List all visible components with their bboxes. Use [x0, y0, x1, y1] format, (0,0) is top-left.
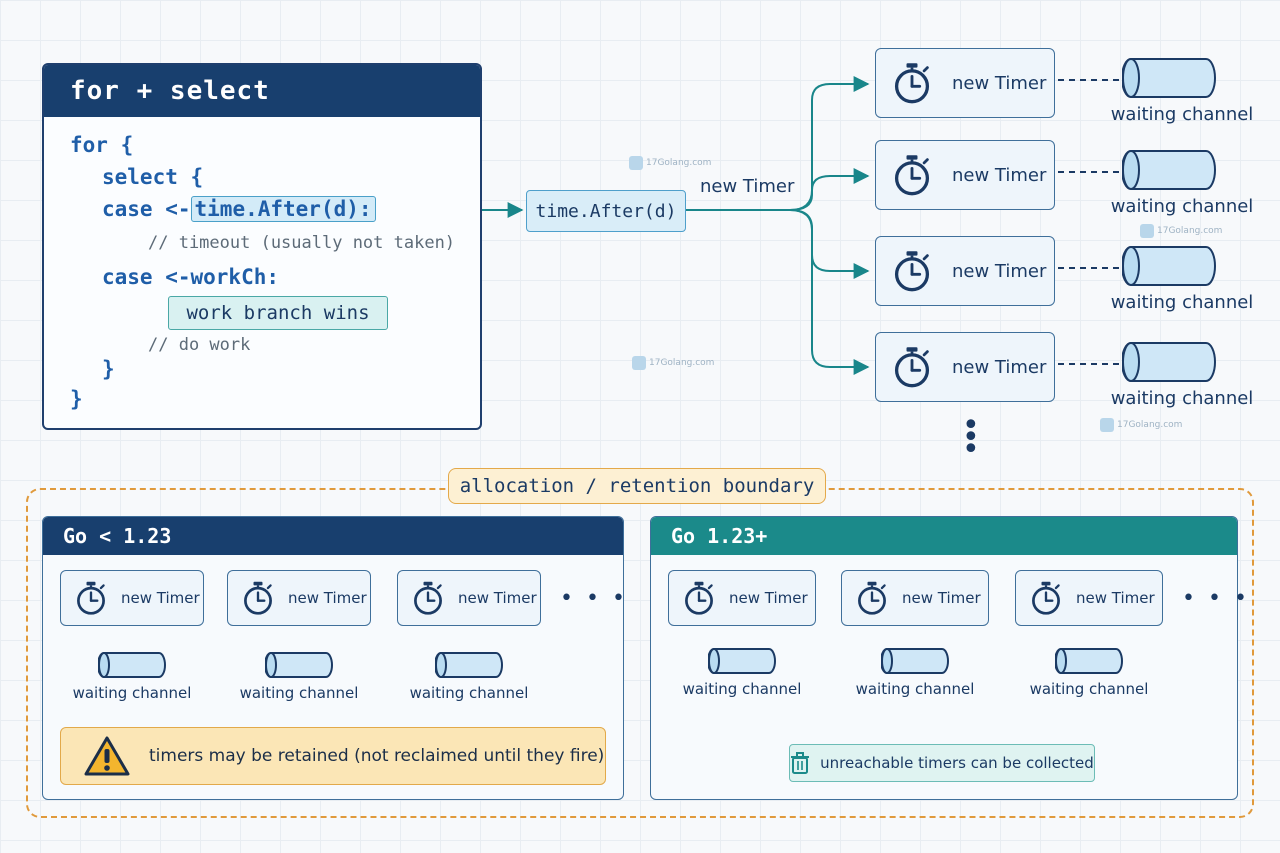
channel-label: waiting channel [1110, 292, 1254, 313]
boundary-label: allocation / retention boundary [448, 468, 826, 504]
cylinder-channel-icon [434, 652, 503, 678]
new-timer-label: new Timer [700, 176, 795, 197]
time-after-highlight: time.After(d): [190, 196, 376, 222]
cylinder-channel-icon [880, 648, 949, 674]
code-comment-timeout: // timeout (usually not taken) [148, 233, 456, 253]
watermark: 17Golang.com [1140, 224, 1222, 238]
watermark: 17Golang.com [629, 156, 711, 170]
channel-icon [434, 652, 503, 682]
timer-node: new Timer [397, 570, 541, 626]
go-new-title: Go 1.23+ [651, 517, 1237, 555]
timer-label: new Timer [952, 72, 1047, 94]
channel-label: waiting channel [409, 684, 529, 702]
cylinder-channel-icon [264, 652, 333, 678]
channel-label: waiting channel [1029, 680, 1149, 698]
timer-node: new Timer [875, 48, 1055, 118]
channel-icon [1121, 150, 1216, 194]
timer-node: new Timer [875, 236, 1055, 306]
more-dots: • • • [560, 586, 628, 611]
stopwatch-icon [894, 155, 930, 196]
collect-text: unreachable timers can be collected [820, 754, 1094, 772]
timer-node: new Timer [60, 570, 204, 626]
channel-icon [1121, 342, 1216, 386]
channel-icon [1121, 58, 1216, 102]
timer-label: new Timer [458, 589, 537, 607]
timer-node: new Timer [227, 570, 371, 626]
code-panel: for + select for { select { case <-time.… [42, 63, 482, 430]
channel-label: waiting channel [1110, 388, 1254, 409]
stopwatch-icon [894, 347, 930, 388]
cylinder-channel-icon [707, 648, 776, 674]
collect-box: unreachable timers can be collected [789, 744, 1095, 782]
cylinder-channel-icon [1121, 150, 1216, 190]
timer-node: new Timer [841, 570, 989, 626]
more-timers-dots: ••• [962, 408, 980, 467]
code-close-for: } [70, 387, 83, 411]
stopwatch-icon [77, 581, 105, 615]
timer-label: new Timer [288, 589, 367, 607]
cylinder-channel-icon [1121, 246, 1216, 286]
timer-label: new Timer [952, 260, 1047, 282]
stopwatch-icon [858, 581, 886, 615]
code-line-for: for { [70, 133, 134, 157]
more-dots: • • • [1182, 586, 1250, 611]
timer-label: new Timer [1076, 589, 1155, 607]
warning-text: timers may be retained (not reclaimed un… [149, 746, 605, 766]
channel-label: waiting channel [855, 680, 975, 698]
warning-icon [84, 736, 130, 776]
code-line-case-timer: case <-time.After(d): [102, 196, 376, 222]
timer-node: new Timer [875, 332, 1055, 402]
timer-label: new Timer [952, 164, 1047, 186]
channel-label: waiting channel [72, 684, 192, 702]
watermark: 17Golang.com [1100, 418, 1182, 432]
timer-label: new Timer [952, 356, 1047, 378]
channel-label: waiting channel [682, 680, 802, 698]
code-line-select: select { [102, 165, 204, 189]
channel-icon [264, 652, 333, 682]
channel-icon [1121, 246, 1216, 290]
code-panel-title: for + select [44, 65, 480, 117]
watermark: 17Golang.com [632, 356, 714, 370]
channel-label: waiting channel [1110, 196, 1254, 217]
channel-label: waiting channel [1110, 104, 1254, 125]
cylinder-channel-icon [97, 652, 166, 678]
channel-icon [97, 652, 166, 682]
cylinder-channel-icon [1121, 342, 1216, 382]
channel-icon [1054, 648, 1123, 678]
trash-icon [791, 752, 810, 774]
stopwatch-icon [894, 63, 930, 104]
stopwatch-icon [244, 581, 272, 615]
go-old-title: Go < 1.23 [43, 517, 623, 555]
channel-label: waiting channel [239, 684, 359, 702]
cylinder-channel-icon [1054, 648, 1123, 674]
stopwatch-icon [894, 251, 930, 292]
stopwatch-icon [685, 581, 713, 615]
code-close-select: } [102, 357, 115, 381]
timer-label: new Timer [121, 589, 200, 607]
timer-node: new Timer [668, 570, 816, 626]
stopwatch-icon [1032, 581, 1060, 615]
timer-label: new Timer [902, 589, 981, 607]
work-branch-box: work branch wins [168, 296, 388, 330]
retention-warning: timers may be retained (not reclaimed un… [60, 727, 606, 785]
channel-icon [707, 648, 776, 678]
code-line-case-work: case <-workCh: [102, 265, 280, 289]
timer-node: new Timer [1015, 570, 1163, 626]
code-comment-work: // do work [148, 335, 251, 355]
timer-label: new Timer [729, 589, 808, 607]
time-after-node: time.After(d) [526, 190, 686, 232]
stopwatch-icon [414, 581, 442, 615]
channel-icon [880, 648, 949, 678]
timer-node: new Timer [875, 140, 1055, 210]
cylinder-channel-icon [1121, 58, 1216, 98]
